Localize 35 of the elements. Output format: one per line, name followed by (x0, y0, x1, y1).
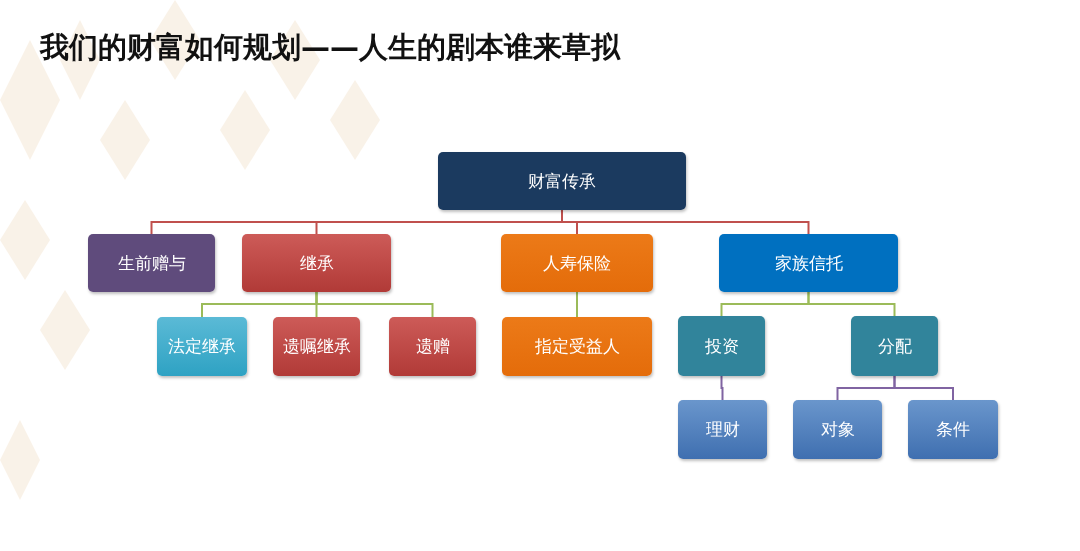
category-box (851, 316, 938, 376)
connector-line (561, 209, 810, 235)
category-box (438, 152, 686, 210)
node-label: 遗嘱继承 (282, 335, 351, 358)
connector-line (720, 375, 724, 401)
node-label: 指定受益人 (534, 335, 620, 358)
category-box (502, 317, 652, 376)
category-box (242, 234, 391, 292)
category-box (793, 400, 882, 459)
category-box (719, 234, 898, 292)
connector-line (576, 291, 578, 318)
category-box (389, 317, 476, 376)
category-box (157, 317, 247, 376)
category-box (678, 316, 765, 376)
node-label: 条件 (936, 418, 970, 441)
category-box (88, 234, 215, 292)
connector-line (315, 291, 434, 318)
connector-line (807, 291, 896, 317)
node-label: 生前赠与 (117, 251, 186, 275)
node-label: 人寿保险 (543, 251, 611, 275)
category-box (501, 234, 653, 292)
node-label: 法定继承 (168, 335, 236, 358)
node-label: 继承 (299, 251, 334, 275)
category-box (908, 400, 998, 459)
connector-line (893, 375, 954, 401)
category-box (678, 400, 767, 459)
category-box (273, 317, 360, 376)
slide-title: 我们的财富如何规划——人生的剧本谁来草拟 (40, 29, 620, 66)
node-label: 投资 (704, 334, 739, 358)
node-label: 分配 (877, 334, 912, 358)
node-label: 家族信托 (774, 251, 843, 275)
node-label: 财富传承 (528, 169, 596, 193)
node-label: 理财 (705, 418, 740, 441)
node-label: 遗赠 (415, 335, 450, 358)
node-label: 对象 (820, 418, 855, 441)
